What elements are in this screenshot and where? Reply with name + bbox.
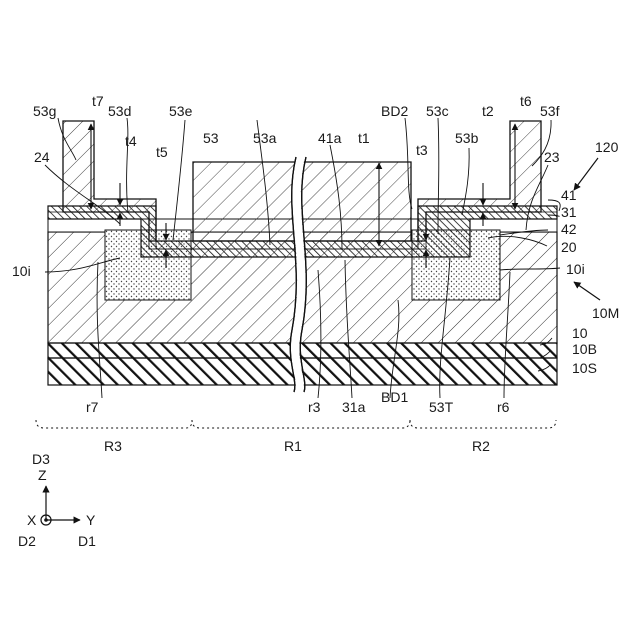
label-20: 20 <box>561 239 577 255</box>
label-r7: r7 <box>86 399 99 415</box>
buffer-layer-10B <box>48 343 557 358</box>
label-10B: 10B <box>572 341 597 357</box>
ref-10M-arrow <box>574 282 600 300</box>
label-31: 31 <box>561 204 577 220</box>
label-10i-right: 10i <box>566 261 585 277</box>
label-10i-left: 10i <box>12 263 31 279</box>
axis-label-D1: D1 <box>78 533 96 549</box>
label-53d: 53d <box>108 103 131 119</box>
label-53e: 53e <box>169 103 193 119</box>
label-10: 10 <box>572 325 588 341</box>
label-53f: 53f <box>540 103 560 119</box>
label-10S: 10S <box>572 360 597 376</box>
label-t4: t4 <box>125 133 137 149</box>
label-53c: 53c <box>426 103 449 119</box>
label-10M: 10M <box>592 305 619 321</box>
label-53a: 53a <box>253 130 277 146</box>
label-24: 24 <box>34 149 50 165</box>
region-label-R2: R2 <box>472 438 490 454</box>
label-41: 41 <box>561 187 577 203</box>
region-label-R1: R1 <box>284 438 302 454</box>
label-53g: 53g <box>33 103 56 119</box>
label-t1: t1 <box>358 130 370 146</box>
label-31a: 31a <box>342 399 366 415</box>
label-t5: t5 <box>156 144 168 160</box>
label-t6: t6 <box>520 93 532 109</box>
label-42: 42 <box>561 221 577 237</box>
axis-label-Y: Y <box>86 512 96 528</box>
axis-label-D3: D3 <box>32 451 50 467</box>
label-23: 23 <box>544 149 560 165</box>
label-r6: r6 <box>497 399 510 415</box>
label-53T: 53T <box>429 399 454 415</box>
label-53: 53 <box>203 130 219 146</box>
label-t7: t7 <box>92 93 104 109</box>
label-BD2: BD2 <box>381 103 408 119</box>
axis-label-Z: Z <box>38 467 47 483</box>
label-41a: 41a <box>318 130 342 146</box>
label-ref-120: 120 <box>595 139 619 155</box>
label-t2: t2 <box>482 103 494 119</box>
region-label-R3: R3 <box>104 438 122 454</box>
label-53b: 53b <box>455 130 479 146</box>
axis-x-dot <box>44 518 48 522</box>
region-brackets <box>36 420 556 428</box>
label-BD1: BD1 <box>381 389 408 405</box>
axis-label-X: X <box>27 512 37 528</box>
label-t3: t3 <box>416 142 428 158</box>
label-r3: r3 <box>308 399 321 415</box>
ref-120-arrow <box>574 158 598 190</box>
axis-label-D2: D2 <box>18 533 36 549</box>
